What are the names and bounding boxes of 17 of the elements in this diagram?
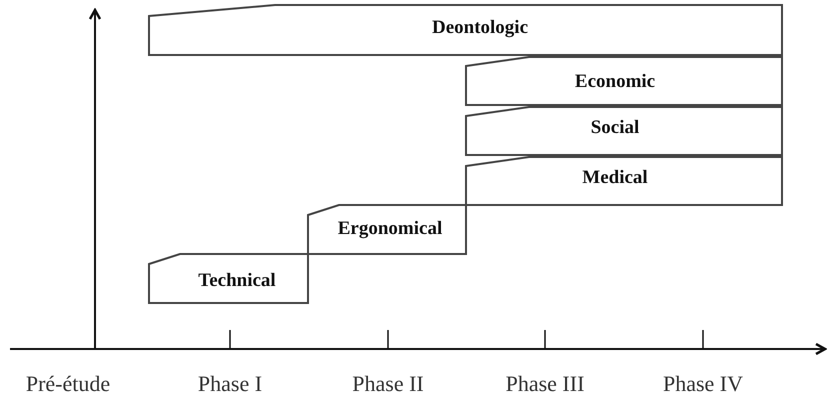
band-label: Social	[590, 117, 640, 139]
axis-tick-label: Phase I	[198, 371, 262, 397]
axis-tick-label: Phase II	[352, 371, 424, 397]
axis-tick-label: Phase III	[506, 371, 584, 397]
band	[466, 107, 782, 155]
band	[149, 254, 308, 303]
band	[466, 157, 782, 205]
band	[149, 5, 782, 55]
band-label: Technical	[198, 270, 276, 292]
band-label: Ergonomical	[338, 218, 442, 240]
band-label: Medical	[582, 167, 648, 189]
band-label: Economic	[574, 71, 656, 93]
axis-tick-label: Phase IV	[662, 371, 744, 397]
band	[308, 205, 466, 254]
band	[466, 57, 782, 105]
band-label: Deontologic	[432, 17, 528, 39]
axis-tick-label: Pré-étude	[26, 371, 110, 397]
